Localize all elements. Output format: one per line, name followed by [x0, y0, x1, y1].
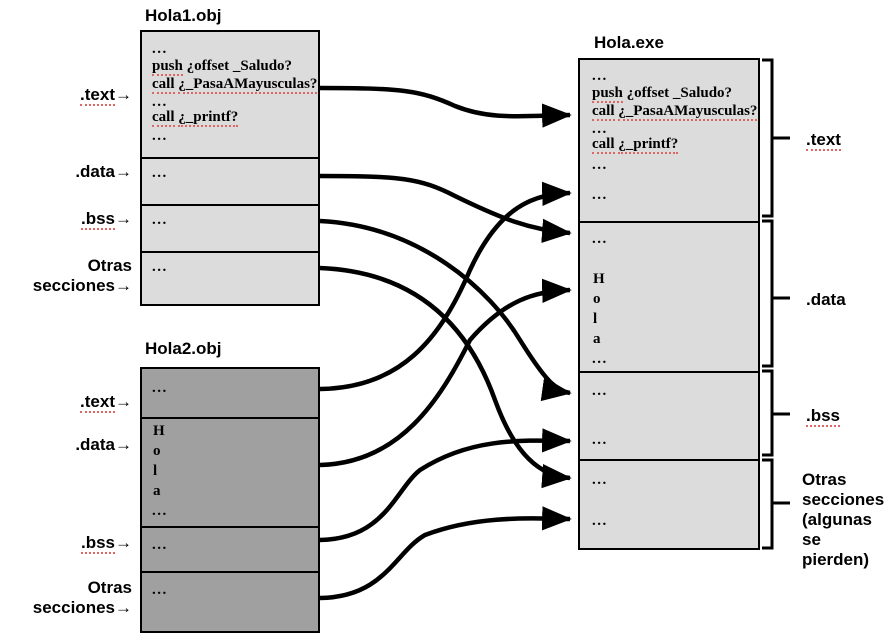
arrow-obj2-bss-to-exe-bss	[319, 428, 572, 543]
exe-divider-text-data	[580, 221, 758, 223]
hola1-divider-data-bss	[142, 204, 318, 206]
exe-code-line-6: ...	[592, 157, 608, 173]
brace-exe-data	[762, 219, 774, 368]
exe-call-operand-1: ¿_PasaAMayusculas?	[618, 103, 758, 121]
obj1-label-otras-line2: secciones→	[32, 275, 132, 295]
exe-call-keyword-2: call	[592, 136, 615, 154]
arrow-obj2-data-to-exe-data	[319, 278, 572, 468]
hola-exe-box	[578, 58, 760, 550]
obj1-label-otras-secciones: Otras secciones→	[0, 256, 132, 295]
exe-label-otras-line4: se	[802, 530, 821, 550]
exe-data-ellipsis-top: ...	[592, 231, 608, 247]
brace-exe-bss	[762, 369, 774, 457]
exe-push-keyword: push	[592, 85, 623, 103]
hola2-text-ellipsis: ...	[152, 380, 168, 396]
obj2-label-text: .text→	[80, 392, 132, 413]
exe-otras-ellipsis-top: ...	[592, 472, 608, 488]
hola2-data-char-o: o	[153, 443, 161, 459]
exe-data-ellipsis-bottom: ...	[592, 351, 608, 367]
exe-bss-ellipsis-top: ...	[592, 383, 608, 399]
obj1-label-text: .text→	[80, 85, 132, 106]
exe-label-data: .data	[806, 290, 846, 309]
arrow-obj2-otras-to-exe-otras	[319, 506, 572, 601]
hola1-data-ellipsis: ...	[152, 165, 168, 181]
hola1-code-line-3: call ¿_PasaAMayusculas?	[152, 76, 318, 94]
hola1-code-line-5: call ¿_printf?	[152, 109, 239, 127]
hola2-data-char-a: a	[153, 483, 161, 499]
hola2-divider-bss-otras	[142, 571, 318, 573]
arrow-obj1-data-to-exe-data	[319, 173, 572, 244]
exe-code-line-2: push ¿offset _Saludo?	[592, 85, 733, 103]
exe-label-otras-line5: pierden)	[802, 550, 870, 570]
exe-label-otras-line2: secciones	[802, 490, 885, 510]
arrow-obj2-text-to-exe-text	[319, 181, 572, 392]
brace-exe-text	[762, 58, 774, 218]
exe-push-operand: ¿offset _Saludo?	[626, 85, 733, 101]
obj2-label-bss: .bss→	[80, 533, 132, 554]
exe-divider-bss-otras	[580, 459, 758, 461]
hola1-code-line-6: ...	[152, 128, 168, 144]
hola1-call-operand-2: ¿_printf?	[178, 109, 239, 127]
hola2-data-char-h: H	[153, 423, 165, 439]
exe-data-char-o: o	[593, 291, 601, 307]
hola1-push-operand: ¿offset _Saludo?	[186, 58, 293, 74]
hola1-otras-ellipsis: ...	[152, 259, 168, 275]
arrow-obj1-text-to-exe-text	[319, 85, 572, 128]
arrow-obj1-bss-to-exe-bss	[319, 218, 572, 402]
hola2-otras-ellipsis: ...	[152, 582, 168, 598]
obj2-label-data: .data→	[75, 435, 132, 454]
exe-data-char-a: a	[593, 331, 601, 347]
hola2-divider-text-data	[142, 417, 318, 419]
exe-label-otras-line1: Otras	[802, 470, 847, 489]
obj1-label-otras-line1: Otras	[87, 256, 132, 275]
hola1-divider-bss-otras	[142, 251, 318, 253]
exe-label-text: .text	[806, 130, 841, 151]
hola2-obj-box	[140, 367, 320, 633]
exe-code-line-4: ...	[592, 121, 608, 137]
hola1-obj-title: Hola1.obj	[145, 6, 222, 25]
obj1-label-data: .data→	[75, 162, 132, 181]
obj2-label-otras-line1: Otras	[87, 578, 132, 597]
exe-label-bss: .bss	[806, 406, 841, 427]
exe-label-otras-secciones: Otras secciones (algunas se pierden)	[802, 470, 884, 570]
exe-label-otras-line3: (algunas	[802, 510, 872, 530]
exe-bss-ellipsis-bottom: ...	[592, 432, 608, 448]
hola1-divider-text-data	[142, 157, 318, 159]
brace-exe-otras	[762, 458, 774, 550]
exe-code-line-5: call ¿_printf?	[592, 136, 679, 154]
hola2-data-ellipsis: ...	[152, 503, 168, 519]
obj1-label-bss: .bss→	[80, 209, 132, 230]
hola1-call-keyword-2: call	[152, 109, 175, 127]
hola-exe-title: Hola.exe	[594, 33, 664, 52]
hola1-code-line-1: ...	[152, 41, 168, 57]
arrow-obj1-otras-to-exe-otras	[319, 265, 572, 489]
hola1-call-keyword-1: call	[152, 76, 175, 94]
hola1-code-line-4: ...	[152, 94, 168, 110]
exe-text-ellipsis-extra: ...	[592, 187, 608, 203]
hola2-data-char-l: l	[153, 463, 158, 479]
exe-call-keyword-1: call	[592, 103, 615, 121]
hola1-code-line-2: push ¿offset _Saludo?	[152, 58, 293, 76]
hola1-push-keyword: push	[152, 58, 183, 76]
obj2-label-otras-secciones: Otras secciones→	[0, 578, 132, 617]
hola1-call-operand-1: ¿_PasaAMayusculas?	[178, 76, 318, 94]
exe-code-line-3: call ¿_PasaAMayusculas?	[592, 103, 758, 121]
hola1-bss-ellipsis: ...	[152, 212, 168, 228]
exe-data-char-h: H	[593, 271, 605, 287]
hola2-obj-title: Hola2.obj	[145, 339, 222, 358]
exe-divider-data-bss	[580, 371, 758, 373]
exe-otras-ellipsis-bottom: ...	[592, 513, 608, 529]
exe-data-char-l: l	[593, 311, 598, 327]
exe-code-line-1: ...	[592, 68, 608, 84]
hola2-divider-data-bss	[142, 526, 318, 528]
hola1-obj-box	[140, 30, 320, 306]
hola2-bss-ellipsis: ...	[152, 537, 168, 553]
obj2-label-otras-line2: secciones→	[32, 597, 132, 617]
exe-call-operand-2: ¿_printf?	[618, 136, 679, 154]
